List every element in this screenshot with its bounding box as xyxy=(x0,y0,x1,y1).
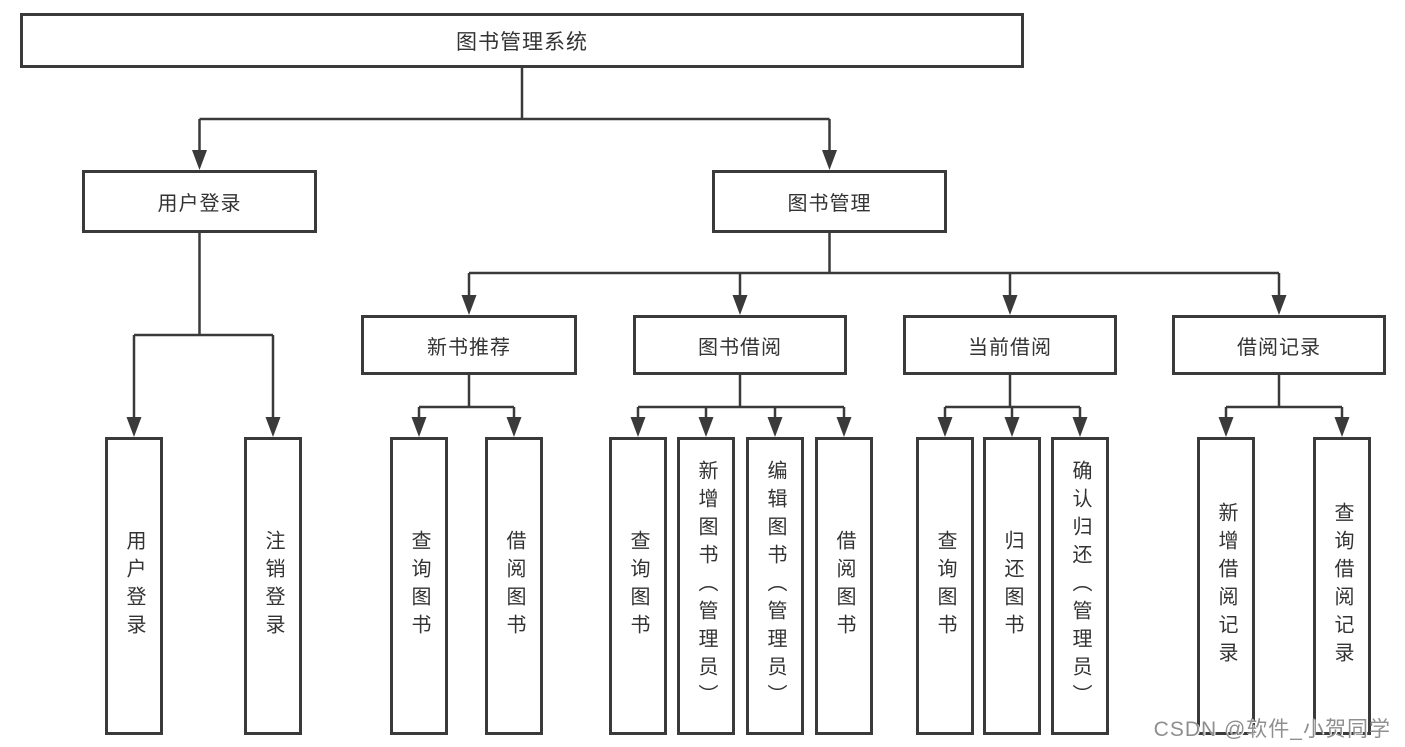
node-new-book-recommend: 新书推荐 xyxy=(361,315,577,375)
node-borrow-records: 借阅记录 xyxy=(1172,315,1386,375)
leaf-add-book-admin: 新增图书（管理员） xyxy=(677,437,735,735)
leaf-recommend-query-book: 查询图书 xyxy=(390,437,448,735)
leaf-current-query-book: 查询图书 xyxy=(916,437,974,735)
node-book-borrow: 图书借阅 xyxy=(633,315,847,375)
leaf-add-borrow-record-label: 新增借阅记录 xyxy=(1215,502,1237,670)
leaf-edit-book-admin: 编辑图书（管理员） xyxy=(746,437,804,735)
leaf-recommend-borrow-book: 借阅图书 xyxy=(485,437,543,735)
leaf-query-borrow-record: 查询借阅记录 xyxy=(1313,437,1371,735)
leaf-recommend-borrow-book-label: 借阅图书 xyxy=(503,530,525,642)
leaf-confirm-return-admin-label: 确认归还（管理员） xyxy=(1069,460,1091,712)
leaf-user-login: 用户登录 xyxy=(105,437,163,735)
leaf-user-login-label: 用户登录 xyxy=(123,530,145,642)
leaf-logout: 注销登录 xyxy=(244,437,302,735)
csdn-watermark: CSDN @软件_小贺同学 xyxy=(1153,718,1391,741)
leaf-borrow-book-label: 借阅图书 xyxy=(833,530,855,642)
leaf-logout-label: 注销登录 xyxy=(262,530,284,642)
node-book-management: 图书管理 xyxy=(712,170,947,233)
leaf-add-book-admin-label: 新增图书（管理员） xyxy=(695,460,717,712)
leaf-borrow-book: 借阅图书 xyxy=(815,437,873,735)
node-user-login: 用户登录 xyxy=(82,170,317,233)
node-root: 图书管理系统 xyxy=(20,13,1024,68)
leaf-return-book: 归还图书 xyxy=(983,437,1041,735)
leaf-confirm-return-admin: 确认归还（管理员） xyxy=(1051,437,1109,735)
leaf-add-borrow-record: 新增借阅记录 xyxy=(1197,437,1255,735)
leaf-borrow-query-book-label: 查询图书 xyxy=(627,530,649,642)
node-current-borrow: 当前借阅 xyxy=(903,315,1117,375)
leaf-edit-book-admin-label: 编辑图书（管理员） xyxy=(764,460,786,712)
leaf-borrow-query-book: 查询图书 xyxy=(609,437,667,735)
leaf-current-query-book-label: 查询图书 xyxy=(934,530,956,642)
leaf-recommend-query-book-label: 查询图书 xyxy=(408,530,430,642)
leaf-query-borrow-record-label: 查询借阅记录 xyxy=(1331,502,1353,670)
leaf-return-book-label: 归还图书 xyxy=(1001,530,1023,642)
